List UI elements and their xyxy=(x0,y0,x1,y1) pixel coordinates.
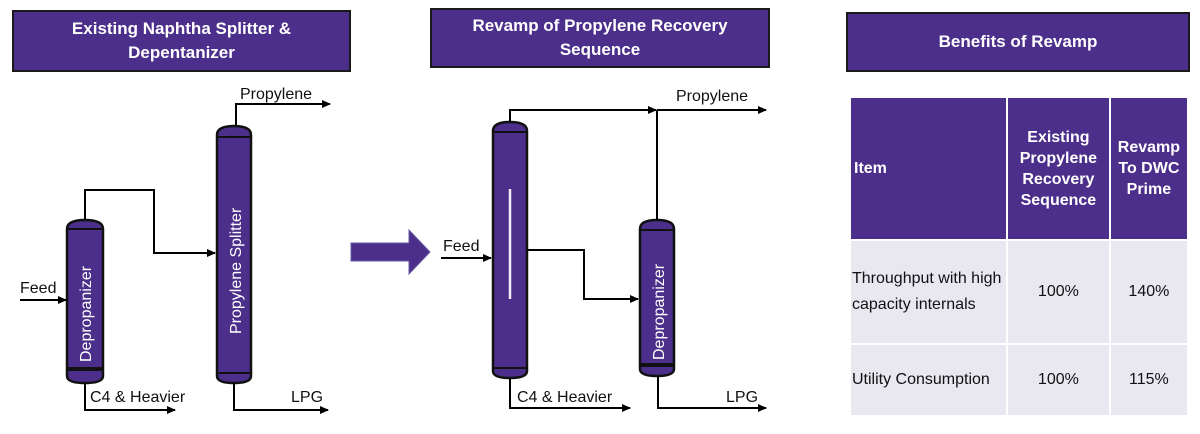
existing-panel-title-text: Existing Naphtha Splitter & Depentanizer xyxy=(71,19,292,62)
left-depropanizer-column: Depropanizer xyxy=(65,218,105,385)
middle-lpg-label: LPG xyxy=(726,389,758,406)
dwc-overhead-line xyxy=(509,106,657,122)
left-propylene-label: Propylene xyxy=(240,86,312,103)
left-propylene-arrow xyxy=(235,100,331,126)
row-existing-value: 100% xyxy=(1008,345,1109,415)
row-revamp-value: 140% xyxy=(1110,241,1187,343)
benefits-panel-title: Benefits of Revamp xyxy=(846,12,1190,72)
transition-arrow-icon xyxy=(350,228,431,276)
table-row: Throughput with high capacity internals … xyxy=(851,241,1187,343)
existing-panel-title: Existing Naphtha Splitter & Depentanizer xyxy=(12,10,351,72)
row-revamp-value: 115% xyxy=(1110,345,1187,415)
middle-depropanizer-label: Depropanizer xyxy=(651,263,668,360)
revamp-panel-title: Revamp of Propylene Recovery Sequence xyxy=(430,8,770,68)
benefits-table: Item Existing Propylene Recovery Sequenc… xyxy=(849,96,1189,417)
benefits-panel-title-text: Benefits of Revamp xyxy=(938,32,1098,51)
left-depropanizer-label: Depropanizer xyxy=(78,265,95,362)
left-bottoms-label: C4 & Heavier xyxy=(90,389,186,406)
row-item: Throughput with high capacity internals xyxy=(851,241,1006,343)
header-existing: Existing Propylene Recovery Sequence xyxy=(1008,98,1109,239)
middle-bottoms-arrow xyxy=(509,378,631,412)
middle-feed-label: Feed xyxy=(443,238,479,255)
left-lpg-arrow xyxy=(233,383,329,414)
middle-depropanizer-column: Depropanizer xyxy=(638,218,676,378)
left-depropanizer-overhead-line xyxy=(84,189,216,257)
dwc-sidedraw-line xyxy=(527,249,639,303)
left-bottoms-arrow xyxy=(84,383,176,414)
middle-propylene-label: Propylene xyxy=(676,88,748,105)
table-row: Utility Consumption 100% 115% xyxy=(851,345,1187,415)
benefits-table-header: Item Existing Propylene Recovery Sequenc… xyxy=(851,98,1187,239)
header-revamp: Revamp To DWC Prime xyxy=(1110,98,1187,239)
left-propylene-splitter-column: Propylene Splitter xyxy=(215,124,253,385)
left-feed-label: Feed xyxy=(20,280,56,297)
revamp-panel-title-text: Revamp of Propylene Recovery Sequence xyxy=(472,16,728,59)
dwc-column xyxy=(491,120,529,380)
middle-lpg-arrow xyxy=(657,376,767,412)
middle-bottoms-label: C4 & Heavier xyxy=(517,389,613,406)
header-item: Item xyxy=(851,98,1006,239)
row-existing-value: 100% xyxy=(1008,241,1109,343)
left-propylene-splitter-label: Propylene Splitter xyxy=(228,207,245,334)
left-lpg-label: LPG xyxy=(291,389,323,406)
row-item: Utility Consumption xyxy=(851,345,1006,415)
